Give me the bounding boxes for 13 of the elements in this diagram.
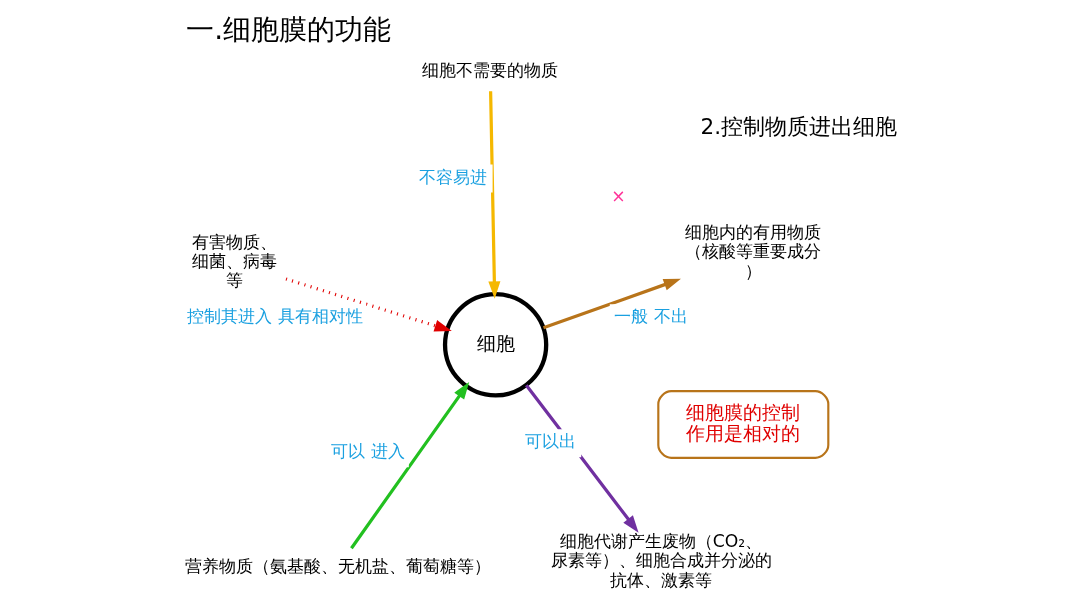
node-text: 有害物质、细菌、病毒等 xyxy=(191,231,277,291)
node-text: 营养物质（氨基酸、无机盐、葡萄糖等） xyxy=(184,555,491,576)
edge-label: 可以 进入 xyxy=(330,441,405,462)
edge-label: 不容易进 xyxy=(418,166,487,187)
edge-label: 控制其进入 具有相对性 xyxy=(186,306,363,327)
edge-label: 一般 不出 xyxy=(613,306,688,327)
diagram-title: 一.细胞膜的功能 xyxy=(185,13,391,47)
label: × xyxy=(610,185,626,206)
edge-label: 可以出 xyxy=(524,431,576,452)
node-text: 细胞代谢产生废物（CO₂、尿素等）、细胞合成并分泌的抗体、激素等 xyxy=(550,530,772,590)
node-text: 细胞内的有用物质（核酸等重要成分） xyxy=(684,221,821,281)
node-text: 细胞不需要的物质 xyxy=(421,59,558,80)
label: 2.控制物质进出细胞 xyxy=(699,114,897,140)
